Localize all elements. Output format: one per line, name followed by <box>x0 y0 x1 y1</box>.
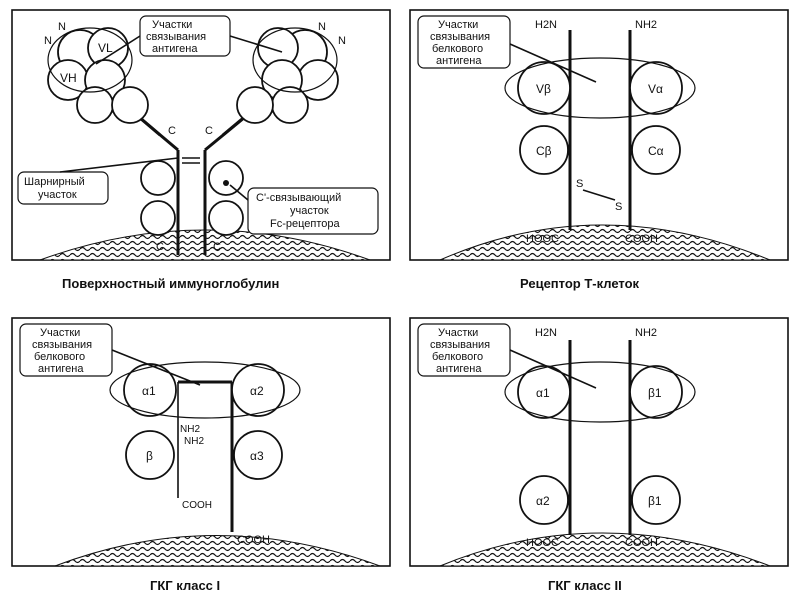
beta2m-label: β <box>146 449 153 463</box>
beta1-label-top: β1 <box>648 386 662 400</box>
nh2-label-a: NH2 <box>180 424 200 435</box>
membrane <box>54 535 381 567</box>
cooh-label: COOH <box>625 537 658 549</box>
h2n-label: H2N <box>535 19 557 31</box>
beta1-label-bottom: β1 <box>648 494 662 508</box>
cooh-label-beta: COOH <box>182 500 212 511</box>
alpha2-label: α2 <box>250 384 264 398</box>
c-label-right: C <box>205 125 213 137</box>
n-terminus-right-2: N <box>338 35 346 47</box>
panel-surface-immunoglobulin: N N N N VL VH C C C C Участки связывания… <box>11 9 391 261</box>
vh-domain-label: VH <box>60 71 77 85</box>
alpha3-label: α3 <box>250 449 264 463</box>
hooc-label: HOOC <box>526 537 559 549</box>
alpha1-label: α1 <box>536 386 550 400</box>
antigen-binding-callout: Участки связывания белкового антигена <box>32 327 95 375</box>
vl-domain-label: VL <box>98 41 113 55</box>
v-beta-label: Vβ <box>536 82 551 96</box>
disulfide-s2: S <box>615 201 622 213</box>
hinge-region-callout: Шарнирный участок <box>24 176 88 201</box>
alpha1-label: α1 <box>142 384 156 398</box>
h2n-label: H2N <box>535 327 557 339</box>
nh2-label: NH2 <box>635 327 657 339</box>
membrane <box>439 532 771 567</box>
cooh-label-alpha: COOH <box>237 534 270 546</box>
caption-t-cell-receptor: Рецептор Т-клеток <box>520 276 640 291</box>
caption-mhc-class-2: ГКГ класс II <box>548 578 622 593</box>
c-label-bottom-right: C <box>213 241 221 253</box>
antigen-binding-callout: Участки связывания белкового антигена <box>430 19 493 67</box>
v-alpha-label: Vα <box>648 82 663 96</box>
nh2-label: NH2 <box>635 19 657 31</box>
panel-t-cell-receptor: H2N NH2 Vβ Vα Cβ Cα S S HOOC COOH Участк… <box>409 9 789 261</box>
antigen-binding-callout: Участки связывания белкового антигена <box>430 327 493 375</box>
c-beta-label: Cβ <box>536 144 552 158</box>
cooh-label: COOH <box>625 233 658 245</box>
n-terminus-left-2: N <box>58 21 66 33</box>
c-label-left: C <box>168 125 176 137</box>
c-label-bottom-left: C <box>156 241 164 253</box>
fc-receptor-callout: C'-связывающий участок Fc-рецептора <box>256 192 344 230</box>
disulfide-s1: S <box>576 178 583 190</box>
membrane <box>439 224 771 261</box>
panel-mhc-class-1: α1 α2 β α3 NH2 NH2 COOH COOH Участки свя… <box>11 317 391 567</box>
caption-mhc-class-1: ГКГ класс I <box>150 578 221 593</box>
nh2-label-b: NH2 <box>184 436 204 447</box>
caption-surface-immunoglobulin: Поверхностный иммуноглобулин <box>62 276 280 291</box>
antigen-binding-callout: Участки связывания антигена <box>146 19 209 55</box>
n-terminus-left: N <box>44 35 52 47</box>
alpha2-label: α2 <box>536 494 550 508</box>
n-terminus-right: N <box>318 21 326 33</box>
hooc-label: HOOC <box>526 233 559 245</box>
panel-mhc-class-2: H2N NH2 α1 β1 α2 β1 HOOC COOH Участки св… <box>409 317 789 567</box>
c-alpha-label: Cα <box>648 144 664 158</box>
